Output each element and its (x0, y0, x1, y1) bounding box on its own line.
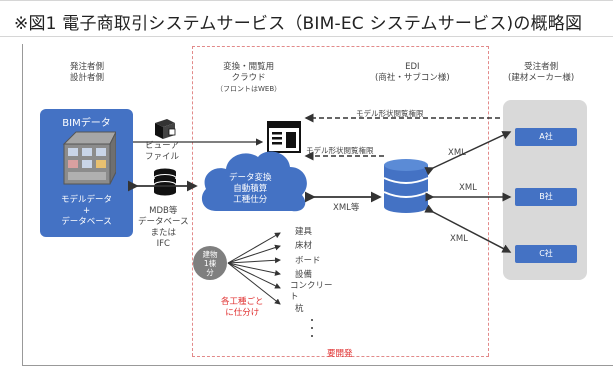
item-label-7: 杭 (295, 304, 304, 314)
fan-line-5 (227, 262, 281, 289)
arrow-edi-c (424, 204, 512, 253)
diagram-frame (22, 44, 613, 366)
edi-database-icon (383, 159, 429, 213)
company-b: B社 (515, 188, 577, 206)
item-label-1: 建具 (295, 227, 313, 237)
bim-data-subtitle: モデルデータ + データベース (40, 195, 133, 228)
unit-line3: 分 (206, 268, 214, 277)
receiver-heading: 受注者側 (建材メーカー様) (508, 62, 574, 84)
xml-label-a: XML (448, 148, 466, 158)
cloud-dashed-region-bottom (192, 356, 489, 357)
bim-data-title: BIMデータ (62, 118, 111, 129)
viewer-file-label-line1: ビューア (145, 141, 179, 151)
mdb-label-line4: IFC (156, 239, 170, 249)
orderer-heading: 発注者側 設計者側 (70, 62, 104, 84)
mdb-label-line1: MDB等 (149, 206, 178, 216)
unit-line1: 建物 (202, 250, 218, 259)
edi-heading: EDI (商社・サブコン様) (375, 62, 450, 84)
bim-building-icon (62, 131, 116, 185)
viewer-file-label: ビューア ファイル (145, 141, 179, 163)
xml-label-b: XML (459, 183, 477, 193)
sorting-note-line2: に仕分け (225, 308, 260, 318)
bim-sub-line2: + (82, 206, 91, 216)
fan-line-6 (227, 262, 281, 305)
item-label-3: ボード (295, 256, 321, 266)
fan-line-4 (227, 262, 281, 276)
company-a: A社 (515, 128, 577, 146)
sorting-note-line1: 各工種ごと (221, 297, 264, 307)
orderer-heading-line1: 発注者側 (70, 62, 105, 72)
mdb-label-line2: データベース (138, 217, 189, 227)
bim-sub-line1: モデルデータ (60, 195, 112, 205)
header-bar: ※図1 電子商取引システムサービス（BIM-EC システムサービス)の概略図 (0, 0, 613, 37)
viewer-file-icon (155, 119, 176, 139)
arrow-edi-a (424, 131, 512, 176)
xml-etc-label: XML等 (333, 203, 360, 213)
permission-label-2: モデル形状閲覧権限 (306, 146, 374, 155)
mdb-label: MDB等 データベース または IFC (138, 206, 189, 250)
cloud-heading-line2: クラウド (231, 73, 266, 83)
unit-line2: 1棟 (203, 259, 217, 268)
edi-heading-line1: EDI (405, 62, 420, 72)
permission-label-1: モデル形状閲覧権限 (356, 109, 424, 118)
edi-heading-line2: (商社・サブコン様) (375, 73, 450, 83)
cloud-body-line1: データ変換 (229, 173, 272, 183)
orderer-heading-line2: 設計者側 (70, 73, 105, 83)
cloud-heading: 変換・閲覧用 クラウド （フロントはWEB） (216, 62, 281, 95)
item-label-6: ト (290, 292, 299, 302)
diagram-title: ※図1 電子商取引システムサービス（BIM-EC システムサービス)の概略図 (14, 14, 583, 34)
cloud-body: データ変換 自動積算 工種仕分 (229, 173, 272, 206)
cloud-heading-line3: （フロントはWEB） (216, 85, 282, 93)
item-label-5: コンクリー (290, 281, 333, 291)
requires-development-label: 要開発 (327, 349, 353, 359)
web-window-icon (267, 121, 301, 153)
cloud-shape (201, 151, 307, 212)
building-unit-circle: 建物 1棟 分 (193, 246, 227, 280)
bim-sub-line3: データベース (61, 217, 112, 227)
company-c: C社 (515, 245, 577, 263)
mdb-label-line3: または (150, 228, 177, 238)
receiver-heading-line1: 受注者側 (524, 62, 559, 72)
viewer-file-label-line2: ファイル (145, 152, 180, 162)
cloud-body-line3: 工種仕分 (233, 195, 268, 205)
xml-label-c: XML (450, 234, 468, 244)
fan-line-3 (227, 257, 281, 264)
receiver-heading-line2: (建材メーカー様) (508, 73, 575, 83)
cloud-body-line2: 自動積算 (233, 184, 268, 194)
fan-line-2 (227, 244, 281, 264)
item-label-4: 設備 (295, 270, 313, 280)
cloud-heading-line1: 変換・閲覧用 (223, 62, 275, 72)
fan-line-1 (227, 232, 281, 264)
sorting-note: 各工種ごと に仕分け (221, 297, 264, 319)
item-label-2: 床材 (295, 241, 313, 251)
